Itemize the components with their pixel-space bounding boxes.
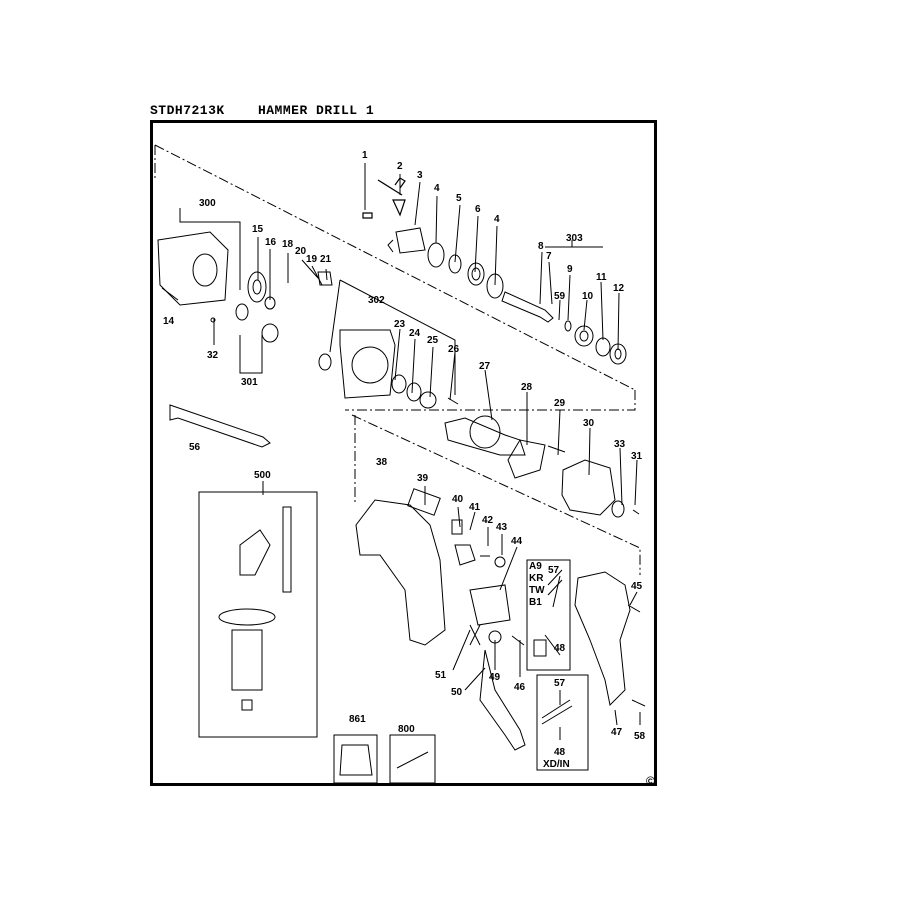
callout-label: 40 xyxy=(452,494,464,505)
callout-label: 25 xyxy=(427,335,439,346)
diagram-title: HAMMER DRILL 1 xyxy=(257,103,375,118)
callout-label: 7 xyxy=(546,251,552,262)
callout-label: 18 xyxy=(282,239,294,250)
callout-label: 31 xyxy=(631,451,643,462)
callout-labels: 1 2 3 4 5 6 4 8 7 303 9 11 59 10 12 300 … xyxy=(163,150,646,770)
callout-label: 27 xyxy=(479,361,491,372)
callout-label: 2 xyxy=(397,161,403,172)
callout-label: 10 xyxy=(582,291,594,302)
callout-label: 5 xyxy=(456,193,462,204)
callout-label: 58 xyxy=(634,731,646,742)
callout-label: 500 xyxy=(254,470,271,481)
callout-label: 861 xyxy=(349,714,366,725)
region-code: KR xyxy=(529,573,544,584)
callout-label: 33 xyxy=(614,439,626,450)
callout-label: 59 xyxy=(554,291,566,302)
callout-label: 4 xyxy=(434,183,440,194)
callout-label: 46 xyxy=(514,682,526,693)
callout-label: 9 xyxy=(567,264,573,275)
callout-label: 1 xyxy=(362,150,368,161)
callout-label: 48 xyxy=(554,747,566,758)
callout-label: 24 xyxy=(409,328,421,339)
callout-label: 23 xyxy=(394,319,406,330)
region-code: A9 xyxy=(529,561,542,572)
callout-label: 8 xyxy=(538,241,544,252)
callout-label: 800 xyxy=(398,724,415,735)
callout-label: 6 xyxy=(475,204,481,215)
callout-label: 300 xyxy=(199,198,216,209)
callout-label: 42 xyxy=(482,515,494,526)
callout-label: 30 xyxy=(583,418,595,429)
callout-label: 302 xyxy=(368,295,385,306)
callout-label: 20 xyxy=(295,246,307,257)
callout-label: 57 xyxy=(554,678,566,689)
callout-label: 29 xyxy=(554,398,566,409)
callout-label: 3 xyxy=(417,170,423,181)
callout-label: 12 xyxy=(613,283,625,294)
callout-label: 28 xyxy=(521,382,533,393)
region-code: B1 xyxy=(529,597,542,608)
region-code: TW xyxy=(529,585,545,596)
callout-label: 39 xyxy=(417,473,429,484)
callout-label: 51 xyxy=(435,670,447,681)
callout-label: 4 xyxy=(494,214,500,225)
callout-label: 15 xyxy=(252,224,264,235)
callout-label: 11 xyxy=(596,272,607,283)
callout-label: 41 xyxy=(469,502,481,513)
copyright-symbol: © xyxy=(646,774,655,788)
callout-label: 50 xyxy=(451,687,463,698)
callout-label: 303 xyxy=(566,233,583,244)
callout-label: 14 xyxy=(163,316,175,327)
callout-label: 32 xyxy=(207,350,219,361)
diagram-frame xyxy=(150,120,657,786)
callout-label: 301 xyxy=(241,377,258,388)
callout-label: 57 xyxy=(548,565,560,576)
callout-label: 43 xyxy=(496,522,508,533)
callout-label: 16 xyxy=(265,237,277,248)
region-code: XD/IN xyxy=(543,759,570,770)
callout-label: 44 xyxy=(511,536,523,547)
callout-label: 47 xyxy=(611,727,623,738)
callout-label: 21 xyxy=(320,254,332,265)
callout-label: 45 xyxy=(631,581,643,592)
diagram-header: STDH7213K HAMMER DRILL 1 xyxy=(150,103,374,118)
callout-label: 48 xyxy=(554,643,566,654)
callout-label: 56 xyxy=(189,442,201,453)
callout-label: 19 xyxy=(306,254,318,265)
callout-label: 49 xyxy=(489,672,501,683)
callout-label: 38 xyxy=(376,457,388,468)
callout-label: 26 xyxy=(448,344,460,355)
model-number: STDH7213K xyxy=(150,103,225,118)
